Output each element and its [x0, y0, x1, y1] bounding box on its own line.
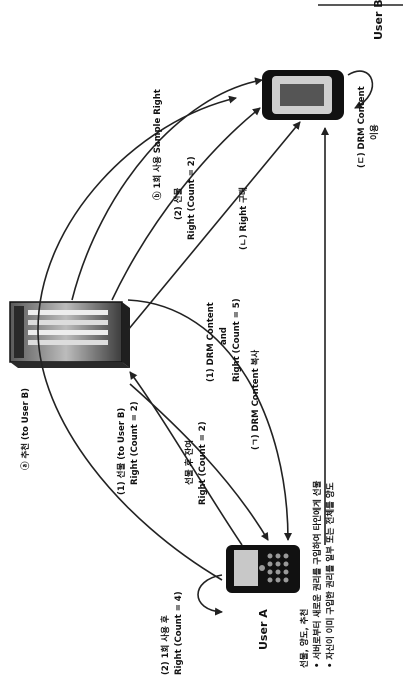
use-once-label-1: (2) 1회 사용 후: [160, 615, 171, 675]
drm-use-label-1: (ㄷ) DRM Content: [357, 86, 367, 168]
legend-item-2: • 자신이 이미 구입한 권리를 일부 또는 전체를 양도: [325, 482, 336, 668]
recommend-arrow: [37, 95, 237, 581]
user-a-phone-icon: [226, 545, 300, 593]
user-b-phone-icon: [262, 70, 344, 120]
drm-download-label-3: Right (Count = 5): [232, 298, 242, 382]
gift-to-b-arrow: [129, 371, 243, 546]
drm-use-loop-arrow: [347, 70, 374, 109]
user-b-label: User B: [372, 0, 385, 40]
drm-download-label-2: and: [219, 327, 229, 345]
right-purchase-label: (ㄴ) Right 구매: [238, 187, 249, 250]
gift-from-server-label-1: (2) 선물: [173, 188, 184, 220]
recommend-label: ⓐ 추천 (to User B): [20, 388, 31, 470]
right-purchase-arrow: [127, 121, 301, 331]
legend-title: 선물, 양도, 추천: [299, 609, 310, 668]
gift-to-b-label-2: Right (Count = 2): [130, 401, 140, 485]
drm-download-arrow: [127, 299, 292, 541]
sample-right-label: ⓑ 1회 사용 Sample Right: [152, 89, 163, 200]
drm-download-label-1: (1) DRM Content: [206, 302, 216, 382]
gift-from-server-arrow: [111, 107, 261, 301]
drm-copy-label: (ㄱ) DRM Content 복사: [250, 350, 261, 450]
remaining-gift-label-2: Right (Count = 2): [198, 421, 208, 505]
use-once-label-2: Right (Count = 4): [174, 591, 184, 675]
remaining-right-arrow: [129, 383, 269, 541]
sample-right-arrow: [71, 77, 263, 301]
remaining-gift-label-1: 선물 후 잔여: [184, 440, 195, 485]
drm-use-label-2: 이용: [369, 124, 380, 140]
legend-item-1: • 서버로부터 새로운 권리를 구입하여 타인에게 선물: [312, 480, 323, 668]
gift-from-server-label-2: Right (Count = 2): [187, 156, 197, 240]
content-server-icon: [9, 301, 130, 368]
user-a-label: User A: [257, 609, 270, 650]
gift-to-b-label-1: (1) 선물 (to User B): [116, 408, 127, 495]
use-once-loop-arrow: [197, 574, 223, 616]
